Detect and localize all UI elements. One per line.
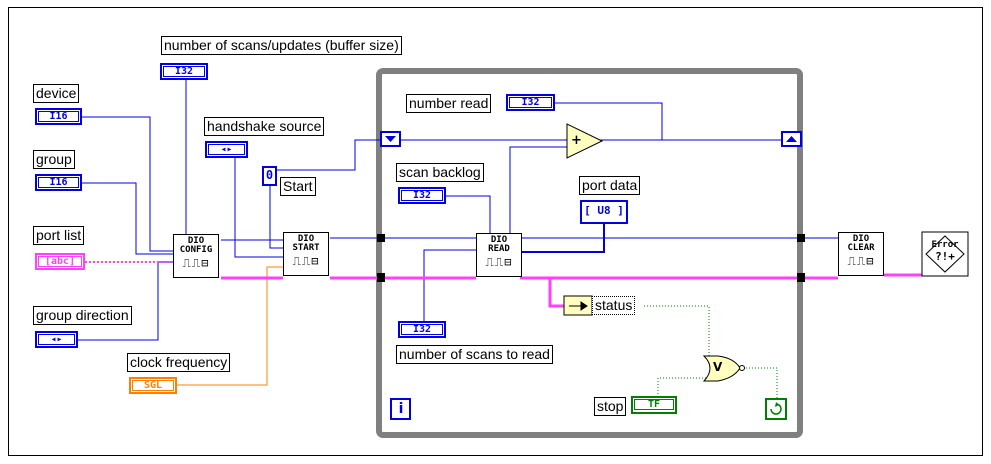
shift-register-left-arrow [385,136,396,142]
dio-read-line2: READ [488,244,510,254]
label-start: Start [280,177,316,196]
wire-number-read [555,102,663,140]
or-node-invert-bubble [739,365,745,371]
dio-config-line2: CONFIG [179,245,213,255]
shift-register-right-arrow [786,136,797,142]
dio-read-vi[interactable]: DIO READ ⎍⎍⊟ [476,233,522,277]
while-loop-frame [376,68,803,438]
tunnel-int-left [377,234,385,242]
dio-start-vi[interactable]: DIO START ⎍⎍⊟ [283,232,329,276]
dio-start-line1: DIO [297,234,315,244]
add-node [566,123,604,159]
constant-zero[interactable]: 0 [262,166,277,186]
terminal-number-read-i32[interactable]: I32 [506,94,555,111]
wire-device [82,116,173,252]
digital-waveform-icon: ⎍⎍⊟ [847,254,875,268]
digital-waveform-icon: ⎍⎍⊟ [485,255,513,269]
dio-read-line1: DIO [490,235,508,245]
label-handshake-source: handshake source [204,117,325,136]
dio-clear-vi[interactable]: DIO CLEAR ⎍⎍⊟ [838,232,884,276]
wire-handshake [234,150,283,258]
wire-clock [177,266,283,386]
dio-config-vi[interactable]: DIO CONFIG ⎍⎍⊟ [173,234,219,278]
label-clock-frequency: clock frequency [127,353,231,372]
label-group-direction: group direction [33,306,132,325]
or-node [702,355,741,382]
dio-config-line1: DIO [187,236,205,246]
tunnel-err-right [797,273,805,282]
terminal-stop-tf[interactable]: TF [631,396,677,414]
iteration-terminal-box [390,398,411,420]
wire-port-data [520,224,605,253]
label-port-data: port data [579,176,641,195]
label-scan-backlog: scan backlog [396,163,484,182]
terminal-group-direction-enum[interactable]: ◂▸ [35,331,78,348]
or-symbol: V [713,360,723,374]
iteration-terminal-label: i [398,401,404,417]
label-status: status [592,296,636,315]
terminal-group-i16[interactable]: I16 [35,174,82,191]
conditional-terminal [765,398,787,420]
error-handler-vi[interactable]: Error ?!+ [924,240,966,264]
label-stop: stop [594,397,627,416]
wire-zero-start [269,178,283,249]
unbundle-arrow [569,301,588,311]
error-diamond [925,235,965,273]
dio-clear-line1: DIO [852,234,870,244]
terminal-port-list-string[interactable]: [abc] [35,253,85,270]
terminal-clock-frequency-sgl[interactable]: SGL [129,377,177,394]
terminal-buffer-size-i32[interactable]: I32 [160,63,208,80]
wire-status-to-or [644,305,710,361]
dio-start-line2: START [292,243,320,253]
digital-waveform-icon: ⎍⎍⊟ [182,256,210,270]
wire-group [82,182,173,255]
label-buffer-size: number of scans/updates (buffer size) [161,36,402,55]
terminal-handshake-enum[interactable]: ◂▸ [205,141,248,158]
label-number-read: number read [406,94,492,113]
terminal-device-i16[interactable]: I16 [35,108,82,125]
wire-or-to-cond [740,367,778,399]
terminal-port-data-u8-array[interactable]: [ U8 ] [580,200,628,224]
wire-read-to-add [509,146,568,233]
label-device: device [33,84,80,103]
tunnel-int-right [797,234,805,242]
wire-scans-to-read [423,249,476,321]
wire-error-to-status [548,278,564,308]
wire-zero-to-shift [270,139,381,171]
terminal-scans-to-read-i32[interactable]: I32 [398,321,446,338]
wire-group-direction [78,261,173,341]
error-line1: Error [931,240,959,250]
label-port-list: port list [33,226,85,245]
digital-waveform-icon: ⎍⎍⊟ [292,254,320,268]
wire-scan-backlog [446,195,491,233]
label-number-of-scans-to-read: number of scans to read [396,345,553,364]
tunnel-err-left [377,273,385,282]
add-symbol: + [571,133,582,148]
dio-clear-line2: CLEAR [847,243,875,253]
error-line2: ?!+ [935,250,955,263]
terminal-scan-backlog-i32[interactable]: I32 [398,187,446,204]
label-group: group [33,150,75,169]
